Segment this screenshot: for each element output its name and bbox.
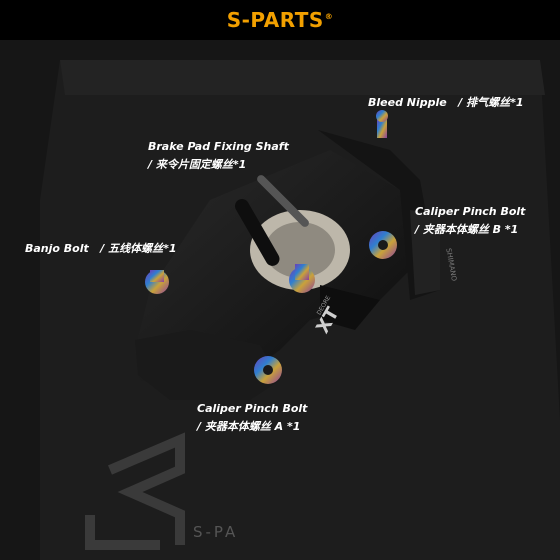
caliper-pinch-bolt-a-label: Caliper Pinch Bolt / 夹器本体螺丝 A *1: [197, 402, 308, 433]
caliper-pinch-bolt-b-label: Caliper Pinch Bolt / 夹器本体螺丝 B *1: [415, 205, 526, 236]
caliper-pinch-bolt-a: [254, 356, 282, 384]
bleed-nipple-label: Bleed Nipple / 排气螺丝*1: [368, 96, 524, 109]
banjo-bolt: [145, 270, 169, 294]
brake-caliper: SHIMANO XT DEORE: [135, 130, 458, 400]
box-s-logo: [85, 432, 185, 550]
box-logo-text: S-PA: [193, 523, 239, 541]
pad-shaft-bolt: [257, 175, 315, 293]
caliper-pinch-bolt-b: [369, 231, 397, 259]
banjo-bolt-label: Banjo Bolt / 五线体螺丝*1: [25, 242, 177, 255]
brand-header: S-PARTS®: [0, 0, 560, 40]
caliper-photo: SHIMANO XT DEORE: [0, 40, 560, 560]
brake-pad-shaft-label: Brake Pad Fixing Shaft / 来令片固定螺丝*1: [148, 140, 289, 171]
bleed-nipple-bolt: [376, 110, 388, 138]
brand-logo-text: S-PARTS®: [226, 8, 334, 32]
